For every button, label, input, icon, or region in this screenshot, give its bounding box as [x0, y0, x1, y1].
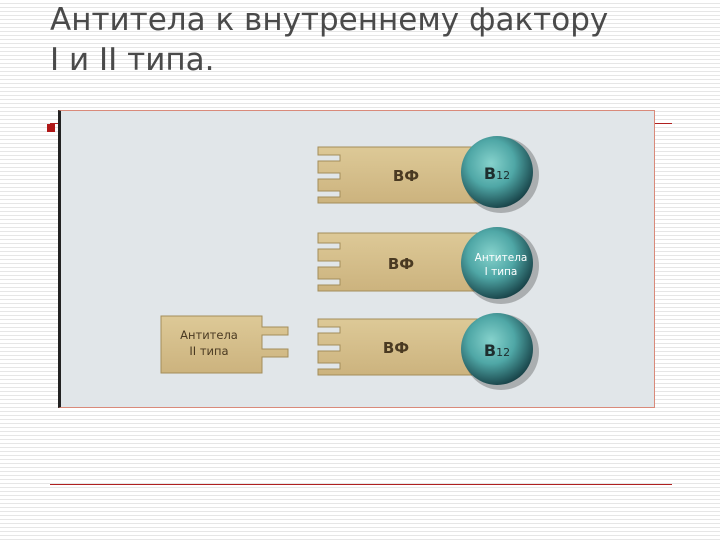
- bullet-square: [47, 124, 55, 132]
- antibody-2-label-line1: Антитела: [180, 328, 238, 342]
- b12-sub-1: 12: [496, 169, 510, 182]
- antibody-2-block: Антитела II типа: [160, 315, 289, 374]
- diagram-figure: ВФ В12 ВФ Антитела I типа ВФ В12: [58, 110, 655, 408]
- b12-label-1: В12: [484, 164, 510, 183]
- antibody-1-label-line1: Антитела: [475, 252, 528, 264]
- b12-letter-3: В: [484, 341, 496, 360]
- b12-ball-3: [461, 313, 533, 385]
- receptor-row-1: ВФ В12: [317, 136, 539, 213]
- b12-sub-3: 12: [496, 346, 510, 359]
- antibody-2-label-line2: II типа: [189, 344, 228, 358]
- antibody-2-shape: [160, 315, 289, 374]
- b12-ball-1: [461, 136, 533, 208]
- receptor-row-2: ВФ Антитела I типа: [317, 227, 539, 304]
- diagram-svg: ВФ В12 ВФ Антитела I типа ВФ В12: [160, 136, 539, 390]
- bottom-rule: [50, 484, 672, 485]
- title-line-1: Антитела к внутреннему фактору: [50, 2, 609, 38]
- receptor-label-3: ВФ: [383, 339, 409, 357]
- b12-letter-1: В: [484, 164, 496, 183]
- receptor-label-2: ВФ: [388, 255, 414, 273]
- receptor-label-1: ВФ: [393, 167, 419, 185]
- title-line-2: I и II типа.: [50, 42, 215, 78]
- b12-label-3: В12: [484, 341, 510, 360]
- antibody-1-label-line2: I типа: [485, 266, 518, 278]
- receptor-row-3: ВФ В12: [317, 313, 539, 390]
- antibody-1-ball: [461, 227, 533, 299]
- slide-title: Антитела к внутреннему фактору I и II ти…: [50, 0, 710, 80]
